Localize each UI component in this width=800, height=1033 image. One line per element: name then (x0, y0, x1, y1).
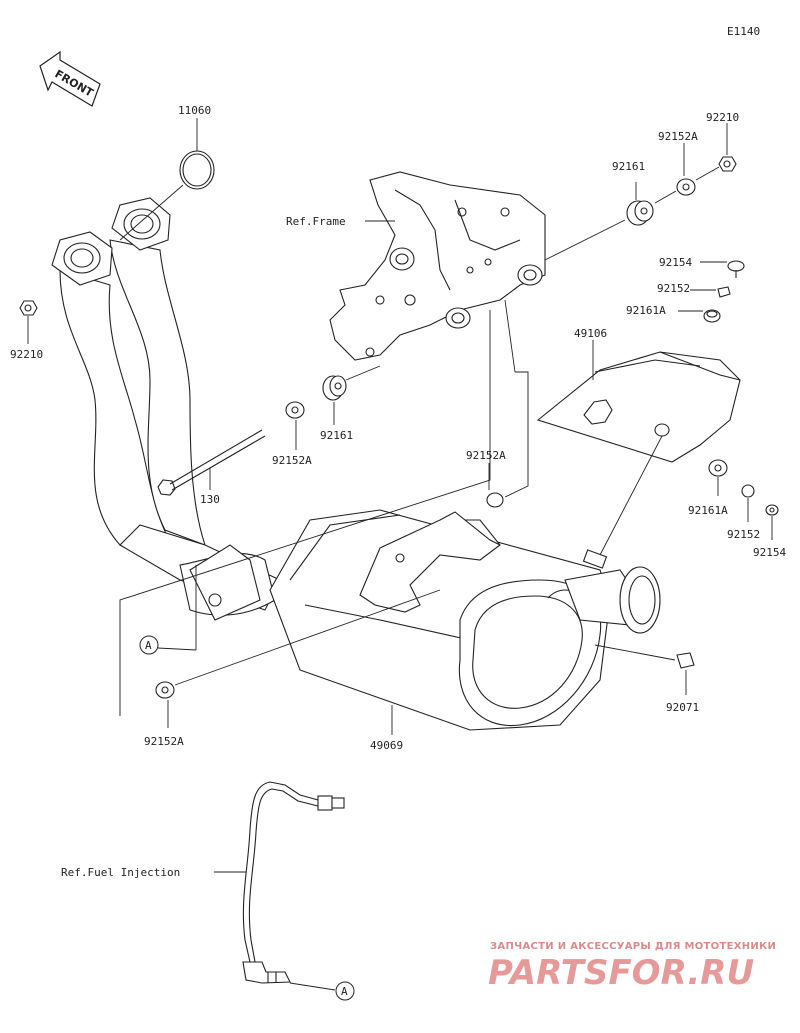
frame-bracket (329, 171, 546, 361)
grommet-92161A-bottom (708, 459, 728, 477)
part-92152-bottom: 92152 (727, 528, 760, 541)
watermark-logo: PARTSFOR.RU (488, 953, 754, 993)
grommet-92161A-top (703, 309, 721, 323)
pipe-collar (189, 544, 261, 621)
part-49069: 49069 (370, 739, 403, 752)
part-92161A-bottom: 92161A (688, 504, 728, 517)
front-arrow-icon: FRONT (39, 50, 101, 107)
part-92154-top: 92154 (659, 256, 692, 269)
damper-92071 (676, 652, 695, 669)
screw-92154-bottom (765, 504, 779, 516)
part-49106: 49106 (574, 327, 607, 340)
exhaust-port-flange-right (111, 197, 171, 251)
watermark-tagline: ЗАПЧАСТИ И АКСЕССУАРЫ ДЛЯ МОТОТЕХНИКИ (490, 941, 776, 952)
nut-92210-right (718, 156, 737, 172)
washer-92152A-right (486, 492, 504, 508)
ref-frame-label: Ref.Frame (286, 215, 346, 228)
part-92152A-top: 92152A (658, 130, 698, 143)
part-92071: 92071 (666, 701, 699, 714)
washer-92152A-top (676, 178, 696, 196)
washer-92152A-mid (285, 401, 305, 419)
part-92210-right: 92210 (706, 111, 739, 124)
muffler-end-cap (564, 549, 661, 634)
collar-92152-bottom (741, 484, 755, 498)
callout-a-lower: A (335, 981, 355, 1001)
gasket-ring (179, 150, 215, 190)
muffler (269, 509, 611, 731)
callout-a-lower-letter: A (341, 985, 348, 998)
muffler-bracket (359, 511, 501, 613)
part-92154-bottom: 92154 (753, 546, 786, 559)
part-130: 130 (200, 493, 220, 506)
grommet-92161-top (626, 200, 654, 226)
part-92161A-top: 92161A (626, 304, 666, 317)
part-92210-left: 92210 (10, 348, 43, 361)
screw-92154-top (727, 260, 745, 278)
washer-92152A-bottom (155, 681, 175, 699)
collar-92152-top (717, 286, 731, 298)
part-92152A-right: 92152A (466, 449, 506, 462)
callout-a-upper: A (139, 635, 159, 655)
part-92152A-bottom: 92152A (144, 735, 184, 748)
part-11060: 11060 (178, 104, 211, 117)
diagram-code: E1140 (727, 25, 760, 38)
bolt-130 (157, 429, 266, 496)
part-92161-mid: 92161 (320, 429, 353, 442)
oxygen-sensor (242, 781, 345, 984)
nut-92210-left (19, 300, 38, 316)
exhaust-port-flange-left (51, 231, 113, 286)
part-92161-top: 92161 (612, 160, 645, 173)
callout-a-upper-letter: A (145, 639, 152, 652)
part-92152A-mid: 92152A (272, 454, 312, 467)
part-92152-top: 92152 (657, 282, 690, 295)
ref-fuel-injection-label: Ref.Fuel Injection (61, 866, 180, 879)
grommet-92161-mid (322, 375, 347, 401)
heat-guard (536, 351, 741, 463)
